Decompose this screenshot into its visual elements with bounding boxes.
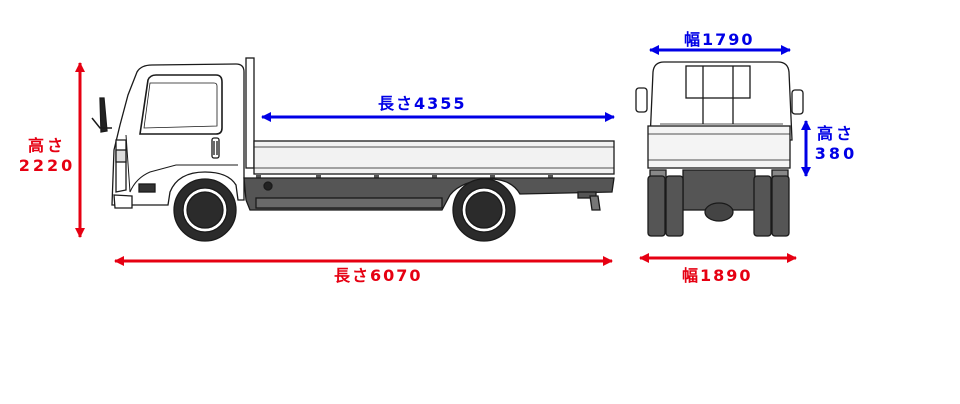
bed-length-label: 長さ4355 [378, 94, 467, 113]
bed-width-label: 幅1790 [684, 30, 755, 49]
overall-height-word: 高さ [27, 136, 66, 155]
bed-height-value: 380 [814, 144, 858, 163]
front-wheel [173, 178, 237, 242]
rear-wheel [452, 178, 516, 242]
rear-dual-wheels [647, 175, 790, 237]
rear-gate [647, 125, 791, 169]
bed-height-label: 高さ 380 [812, 124, 860, 164]
overall-length-label: 長さ6070 [334, 266, 423, 285]
truck-rear-view [635, 61, 804, 237]
side-mirror [91, 97, 112, 133]
overall-width-label: 幅1890 [682, 266, 753, 285]
truck-side-view [91, 57, 615, 242]
cargo-bed [253, 140, 615, 175]
cab-window [139, 74, 223, 135]
overall-height-value: 2220 [18, 156, 76, 175]
exhaust-stack [245, 57, 255, 169]
overall-height-label: 高さ 2220 [18, 136, 76, 176]
bed-height-word: 高さ [816, 124, 855, 143]
